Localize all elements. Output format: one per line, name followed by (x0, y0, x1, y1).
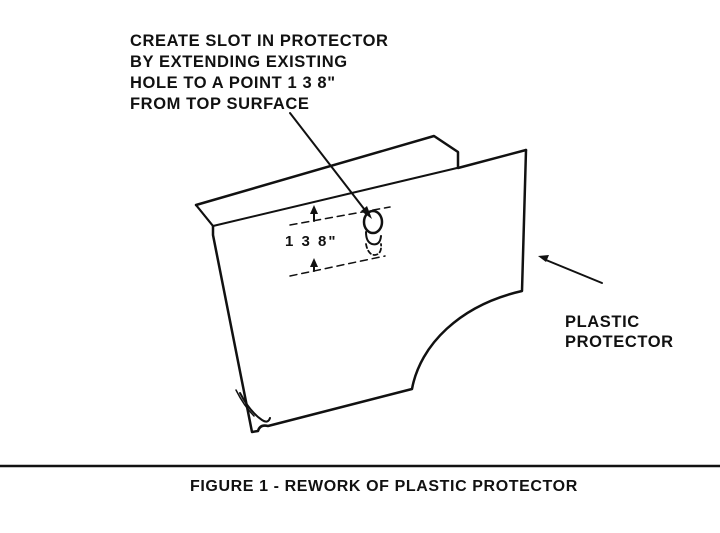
callout-leader (289, 112, 372, 219)
callout-line-1: CREATE SLOT IN PROTECTOR (130, 32, 389, 50)
hole-and-slot (362, 209, 384, 256)
dimension-markers: 1 3 8" (285, 205, 391, 277)
part-leader (538, 255, 603, 284)
figure-caption: FIGURE 1 - REWORK OF PLASTIC PROTECTOR (190, 478, 578, 495)
dim-arrow-down (310, 258, 318, 267)
dimension-label: 1 3 8" (285, 233, 337, 250)
callout-line-3: HOLE TO A POINT 1 3 8" (130, 74, 336, 92)
callout-text: CREATE SLOT IN PROTECTOR BY EXTENDING EX… (130, 32, 389, 113)
callout-line-4: FROM TOP SURFACE (130, 95, 310, 113)
part-leader-arrowhead (538, 255, 549, 262)
part-label: PLASTIC PROTECTOR (565, 313, 674, 351)
leader-arrowhead (361, 206, 372, 219)
part-label-line-2: PROTECTOR (565, 333, 674, 351)
callout-line-2: BY EXTENDING EXISTING (130, 53, 348, 71)
plastic-protector-drawing (194, 134, 528, 434)
part-label-line-1: PLASTIC (565, 313, 640, 331)
dim-arrow-up (310, 205, 318, 214)
